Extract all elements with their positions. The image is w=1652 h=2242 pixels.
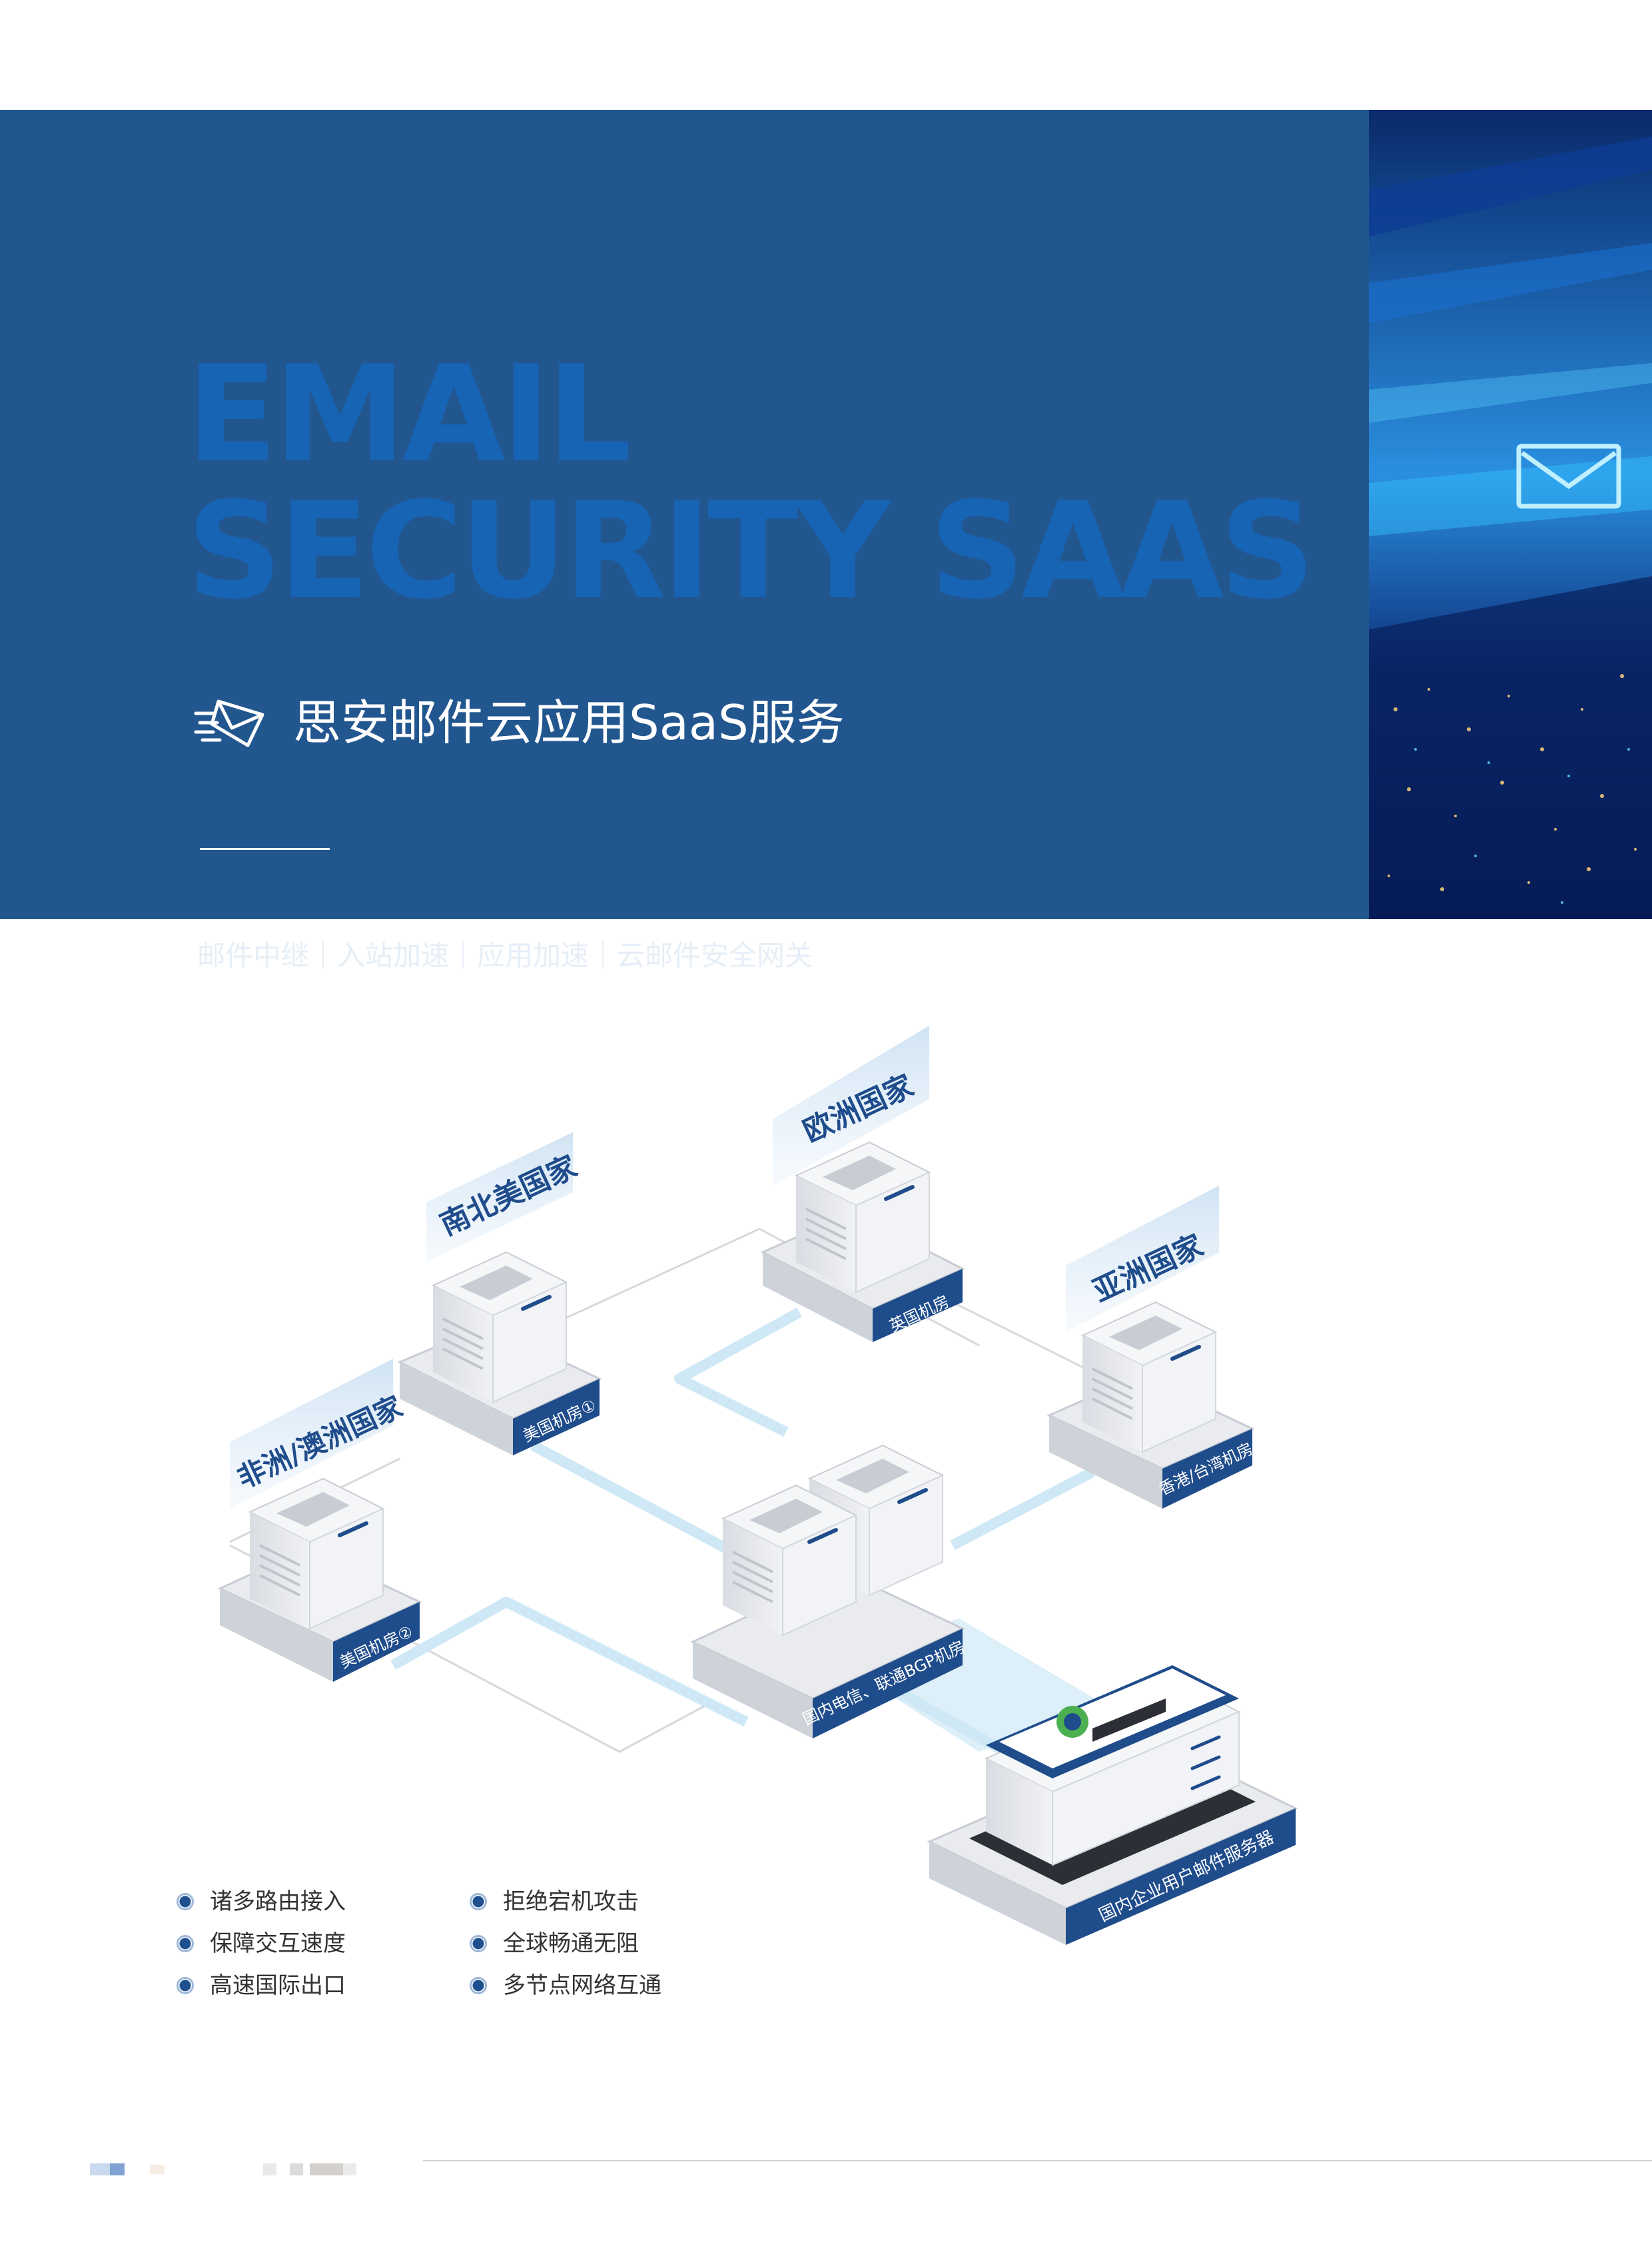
node-enterprise-server: 国内企业用户邮件服务器 — [927, 1665, 1298, 1945]
region-label-bg — [426, 1132, 573, 1262]
feature-item: 全球畅通无阻 — [470, 1927, 639, 1960]
title-divider — [200, 848, 330, 850]
bullet-icon — [177, 1935, 194, 1952]
feature-item: 拒绝宕机攻击 — [470, 1885, 639, 1918]
node-us-2: 非洲/澳洲国家 美国机房② — [217, 1359, 422, 1682]
feature-item: 多节点网络互通 — [470, 1969, 661, 2002]
bullet-icon — [177, 1893, 194, 1910]
node-us-1: 南北美国家 美国机房① — [397, 1132, 602, 1455]
city-network-illustration — [1369, 110, 1652, 919]
feature-item: 高速国际出口 — [177, 1969, 346, 2002]
subtitle-row: 思安邮件云应用SaaS服务 — [193, 689, 845, 756]
feature-text: 多节点网络互通 — [503, 1972, 661, 1999]
title-line-1: EMAIL — [187, 337, 631, 492]
bullet-icon — [470, 1893, 487, 1910]
feature-item: 保障交互速度 — [177, 1927, 346, 1960]
bullet-icon — [177, 1977, 194, 1994]
footer-color-marks — [90, 2163, 356, 2175]
logo-wordmark — [1092, 1698, 1166, 1742]
footer-divider — [423, 2160, 1652, 2161]
feature-text: 全球畅通无阻 — [503, 1930, 639, 1957]
network-city-image — [1369, 110, 1652, 919]
node-hk-tw: 亚洲国家 香港/台湾机房 — [1046, 1186, 1256, 1509]
title-line-2: SECURITY SAAS — [187, 474, 1316, 629]
bullet-icon — [470, 1935, 487, 1952]
region-label-bg — [1066, 1186, 1219, 1332]
feature-text: 保障交互速度 — [210, 1930, 346, 1957]
header-banner: EMAIL SECURITY SAAS 思安邮件云应用SaaS服务 邮件中继｜入… — [0, 110, 1369, 972]
subtitle: 思安邮件云应用SaaS服务 — [293, 695, 845, 751]
feature-item: 诸多路由接入 — [177, 1885, 346, 1918]
page-title: EMAIL SECURITY SAAS — [187, 337, 1316, 629]
region-label-bg — [230, 1359, 393, 1509]
feature-list: 诸多路由接入 保障交互速度 高速国际出口 拒绝宕机攻击 全球畅通无阻 多节点网络… — [177, 1885, 709, 2018]
feature-text: 诸多路由接入 — [210, 1888, 346, 1915]
mail-icon — [194, 699, 264, 747]
region-label-bg — [773, 1026, 929, 1186]
keyword-list: 邮件中继｜入站加速｜应用加速｜云邮件安全网关 — [197, 939, 813, 972]
network-diagram: 南北美国家 美国机房① 欧洲国家 英国机房 亚洲国家 — [217, 1026, 1298, 1945]
node-uk: 欧洲国家 英国机房 — [760, 1026, 965, 1342]
feature-text: 高速国际出口 — [210, 1972, 346, 1999]
bullet-icon — [470, 1977, 487, 1994]
feature-text: 拒绝宕机攻击 — [503, 1888, 639, 1915]
